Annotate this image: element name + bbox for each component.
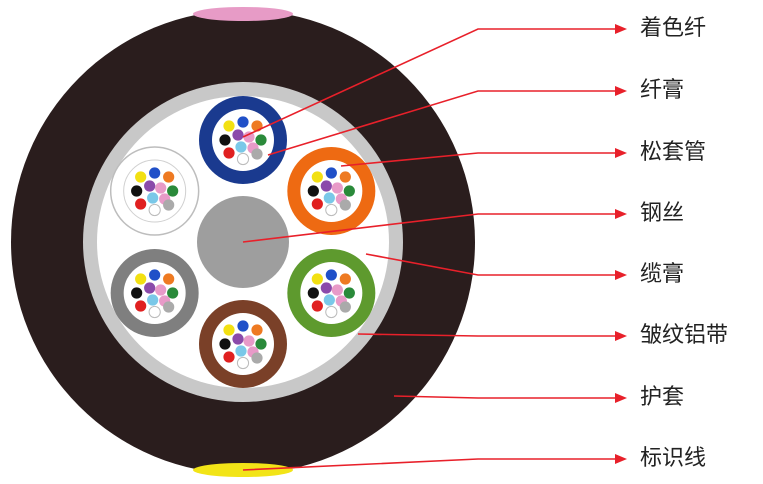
colored-fiber xyxy=(223,351,235,363)
colored-fiber xyxy=(255,134,267,146)
colored-fiber xyxy=(232,333,244,345)
colored-fiber xyxy=(307,185,319,197)
colored-fiber xyxy=(325,203,338,217)
colored-fiber xyxy=(147,294,159,306)
leader-arrow-loose-tube xyxy=(615,148,627,158)
colored-fiber xyxy=(339,273,351,285)
colored-fiber xyxy=(223,324,235,336)
leader-arrow-sheath xyxy=(615,393,627,403)
label-loose-tube: 松套管 xyxy=(640,140,707,165)
colored-fiber xyxy=(339,171,351,183)
colored-fiber xyxy=(311,198,323,210)
colored-fiber xyxy=(135,198,147,210)
colored-fiber xyxy=(163,199,175,211)
colored-fiber xyxy=(147,192,159,204)
leader-line-cable-gel xyxy=(365,253,617,276)
colored-fiber xyxy=(320,180,332,192)
colored-fiber xyxy=(219,338,231,350)
colored-fiber xyxy=(323,294,335,306)
colored-fiber xyxy=(223,147,235,159)
colored-fiber xyxy=(251,352,263,364)
leader-arrow-fiber-gel xyxy=(615,86,627,96)
colored-fiber xyxy=(167,185,179,197)
colored-fiber xyxy=(236,356,250,370)
colored-fiber xyxy=(343,185,355,197)
label-colored-fiber: 着色纤 xyxy=(640,16,707,41)
colored-fiber xyxy=(149,269,161,281)
colored-fiber xyxy=(163,273,175,285)
colored-fiber xyxy=(251,148,263,160)
colored-fiber xyxy=(251,324,263,336)
colored-fiber xyxy=(237,116,249,128)
colored-fiber xyxy=(311,273,323,285)
colored-fiber xyxy=(135,300,147,312)
leader-arrow-corrugated-aluminum-tape xyxy=(615,331,627,341)
colored-fiber xyxy=(323,192,335,204)
colored-fiber xyxy=(135,273,147,285)
colored-fiber xyxy=(131,185,143,197)
leader-arrow-steel-wire xyxy=(615,209,627,219)
colored-fiber xyxy=(320,282,332,294)
colored-fiber xyxy=(311,300,323,312)
colored-fiber xyxy=(339,301,351,313)
colored-fiber xyxy=(167,287,179,299)
marker-stripe-top xyxy=(193,7,293,21)
colored-fiber xyxy=(343,287,355,299)
leader-line-fiber-gel xyxy=(267,90,617,156)
leader-line-loose-tube xyxy=(340,152,617,167)
leader-arrow-colored-fiber xyxy=(615,24,627,34)
colored-fiber xyxy=(232,129,244,141)
label-cable-gel: 缆膏 xyxy=(640,262,685,287)
colored-fiber xyxy=(243,335,255,347)
colored-fiber xyxy=(235,141,247,153)
leader-line-corrugated-aluminum-tape xyxy=(357,333,617,337)
colored-fiber xyxy=(311,171,323,183)
colored-fiber xyxy=(144,180,156,192)
colored-fiber xyxy=(307,287,319,299)
label-steel-wire: 钢丝 xyxy=(640,201,685,226)
colored-fiber xyxy=(325,269,337,281)
colored-fiber xyxy=(135,171,147,183)
colored-fiber xyxy=(235,345,247,357)
colored-fiber xyxy=(149,167,161,179)
leader-arrow-marker-line xyxy=(615,454,627,464)
colored-fiber xyxy=(144,282,156,294)
colored-fiber xyxy=(325,305,338,319)
leader-arrow-cable-gel xyxy=(615,270,627,280)
leader-line-sheath xyxy=(393,395,617,399)
colored-fiber xyxy=(255,338,267,350)
colored-fiber xyxy=(325,167,337,179)
colored-fiber xyxy=(155,284,167,296)
colored-fiber xyxy=(223,120,235,132)
colored-fiber xyxy=(219,134,231,146)
colored-fiber xyxy=(155,182,167,194)
colored-fiber xyxy=(131,287,143,299)
leader-line-steel-wire xyxy=(242,213,617,243)
colored-fiber xyxy=(331,182,343,194)
colored-fiber xyxy=(237,320,249,332)
label-sheath: 护套 xyxy=(640,385,685,410)
label-fiber-gel: 纤膏 xyxy=(640,78,685,103)
colored-fiber xyxy=(243,131,255,143)
colored-fiber xyxy=(331,284,343,296)
colored-fiber xyxy=(148,305,161,319)
label-marker-line: 标识线 xyxy=(640,446,707,471)
colored-fiber xyxy=(339,199,351,211)
colored-fiber xyxy=(163,301,175,313)
leader-line-colored-fiber xyxy=(242,28,617,138)
colored-fiber xyxy=(236,152,250,166)
label-corrugated-aluminum-tape: 皱纹铝带 xyxy=(640,323,729,348)
colored-fiber xyxy=(148,203,161,217)
colored-fiber xyxy=(163,171,175,183)
leader-line-marker-line xyxy=(242,458,617,471)
